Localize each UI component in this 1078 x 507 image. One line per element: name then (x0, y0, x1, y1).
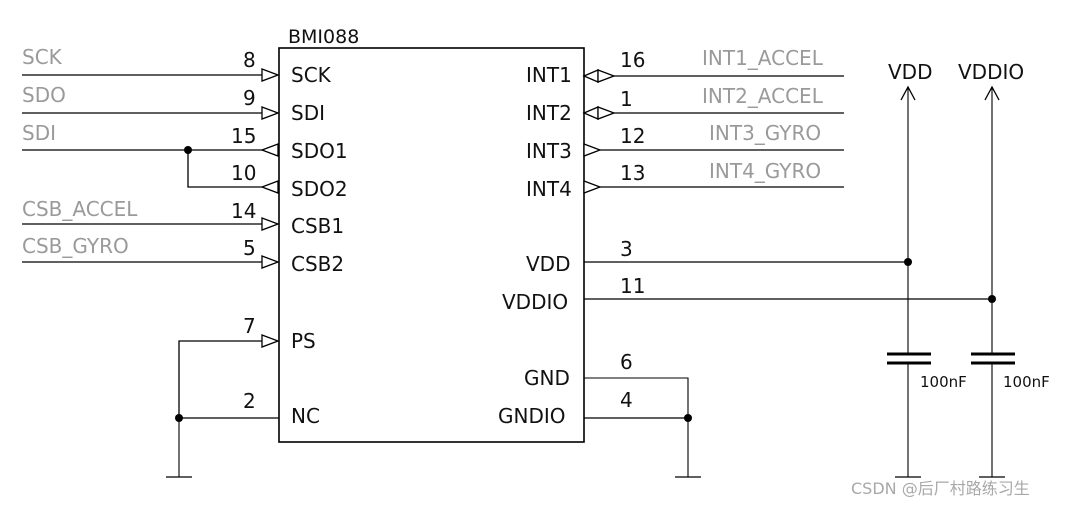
pin-number-10: 10 (231, 161, 256, 185)
pin-csb1: CSB_ACCEL 14 CSB1 (22, 197, 344, 238)
sdo2-tie-wire (187, 150, 263, 188)
pin-number-1: 1 (620, 87, 633, 111)
pin-number-15: 15 (231, 124, 256, 148)
pin-number-14: 14 (231, 199, 256, 223)
gnd-wire (584, 377, 689, 418)
pin-number-6: 6 (620, 350, 633, 374)
pin-number-9: 9 (243, 86, 256, 110)
pin-nc: 2 NC (166, 389, 320, 478)
vddio-power-label: VDDIO (958, 60, 1024, 84)
pin-int2: INT2_ACCEL 1 INT2 (526, 84, 844, 125)
input-arrow (261, 334, 280, 348)
pin-name-int3: INT3 (526, 139, 572, 163)
pin-number-11: 11 (620, 274, 645, 298)
pin-number-5: 5 (243, 236, 256, 260)
input-arrow (261, 68, 280, 82)
pin-sck: SCK 8 SCK (22, 45, 332, 87)
pin-name-gndio: GNDIO (498, 404, 566, 428)
capacitor-value-2: 100nF (1003, 373, 1050, 391)
pin-number-2: 2 (243, 389, 256, 413)
bidir-arrow-right (597, 106, 616, 120)
net-label-csb-accel: CSB_ACCEL (22, 197, 138, 221)
watermark: CSDN @后厂村路练习生 (851, 479, 1030, 498)
net-label-csb-gyro: CSB_GYRO (22, 234, 129, 258)
pin-name-nc: NC (291, 404, 320, 428)
net-label-sdo: SDO (22, 83, 66, 107)
pin-name-vdd: VDD (526, 252, 570, 276)
chip-name: BMI088 (288, 26, 359, 48)
net-label-int3-gyro: INT3_GYRO (709, 121, 821, 145)
capacitor-value-1: 100nF (920, 373, 967, 391)
pin-name-csb1: CSB1 (291, 214, 344, 238)
pin-gnd: 6 GND (524, 350, 689, 418)
output-arrow (583, 180, 602, 194)
pin-name-ps: PS (291, 329, 316, 353)
pin-number-8: 8 (243, 48, 256, 72)
pin-number-3: 3 (620, 237, 633, 261)
pin-sdi: SDO 9 SDI (22, 83, 325, 125)
net-label-int4-gyro: INT4_GYRO (709, 159, 821, 183)
pin-name-int4: INT4 (526, 177, 572, 201)
output-arrow (260, 180, 279, 194)
pin-name-int2: INT2 (526, 101, 572, 125)
pin-vdd: 3 VDD (526, 237, 912, 276)
pin-int3: INT3_GYRO 12 INT3 (526, 121, 844, 163)
pin-number-12: 12 (620, 124, 645, 148)
chip-body (278, 47, 585, 443)
pin-vddio: 11 VDDIO (502, 274, 996, 314)
pin-number-16: 16 (620, 48, 645, 72)
pin-ps: 7 PS (178, 314, 316, 418)
input-arrow (261, 106, 280, 120)
input-arrow (261, 255, 280, 269)
pin-name-gnd: GND (524, 366, 570, 390)
pin-gndio: 4 GNDIO (498, 388, 701, 478)
pin-sdo2: 10 SDO2 (184, 146, 348, 201)
bidir-arrow-left (582, 69, 599, 83)
pin-number-13: 13 (620, 161, 645, 185)
net-label-sck: SCK (22, 45, 63, 69)
net-label-int1-accel: INT1_ACCEL (702, 46, 824, 70)
pin-number-4: 4 (620, 388, 633, 412)
pin-name-int1: INT1 (526, 63, 572, 87)
pin-name-sdo2: SDO2 (291, 177, 348, 201)
output-arrow (260, 143, 279, 157)
vdd-power-label: VDD (888, 60, 932, 84)
vdd-rail: VDD 100nF (887, 60, 967, 478)
pin-name-csb2: CSB2 (291, 252, 344, 276)
pin-csb2: CSB_GYRO 5 CSB2 (22, 234, 344, 276)
pin-name-sdo1: SDO1 (291, 139, 348, 163)
net-label-sdi: SDI (22, 121, 56, 145)
pin-int1: INT1_ACCEL 16 INT1 (526, 46, 844, 87)
bidir-arrow-right (597, 69, 616, 83)
vddio-rail: VDDIO 100nF (958, 60, 1050, 478)
bidir-arrow-left (582, 106, 599, 120)
pin-sdo1: SDI 15 SDO1 (22, 121, 348, 163)
pin-name-sdi: SDI (291, 101, 325, 125)
pin-int4: INT4_GYRO 13 INT4 (526, 159, 844, 201)
input-arrow (261, 217, 280, 231)
pin-number-7: 7 (243, 314, 256, 338)
output-arrow (583, 143, 602, 157)
net-label-int2-accel: INT2_ACCEL (702, 84, 824, 108)
pin-name-vddio: VDDIO (502, 290, 568, 314)
pin-name-sck: SCK (291, 63, 332, 87)
ps-tie-wire (178, 340, 262, 418)
